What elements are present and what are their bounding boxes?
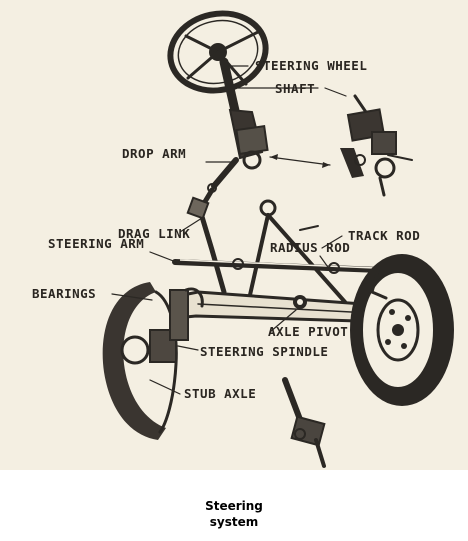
detail-arrow <box>269 154 331 168</box>
label-axle-pivot: AXLE PIVOT <box>268 324 348 339</box>
label-radius-rod: RADIUS ROD <box>270 240 350 255</box>
diagram-labels: STEERING WHEEL SHAFT DROP ARM DRAG LINK … <box>32 58 420 401</box>
label-drop-arm: DROP ARM <box>122 146 186 161</box>
steering-shaft-drawing <box>219 57 269 170</box>
drop-arm-drawing <box>207 157 239 193</box>
caption-line-1: Steering <box>205 499 263 513</box>
label-shaft: SHAFT <box>275 81 315 96</box>
diagram-drawing: STEERING WHEEL SHAFT DROP ARM DRAG LINK … <box>32 10 454 468</box>
radius-rod-drawing <box>248 199 347 304</box>
steering-diagram: STEERING WHEEL SHAFT DROP ARM DRAG LINK … <box>0 0 468 470</box>
stub-axle-detail-drawing <box>282 377 326 468</box>
label-steering-arm: STEERING ARM <box>48 236 144 251</box>
figure-caption: Steering system <box>0 498 468 530</box>
label-steering-wheel: STEERING WHEEL <box>255 58 367 73</box>
label-steering-spindle: STEERING SPINDLE <box>200 344 328 359</box>
label-bearings: BEARINGS <box>32 286 96 301</box>
left-wheel-drawing <box>102 282 204 440</box>
steering-box-detail-drawing <box>340 94 413 197</box>
steering-wheel-drawing <box>167 10 269 94</box>
track-rod-drawing <box>172 258 383 274</box>
drag-link-drawing <box>186 187 227 295</box>
label-drag-link: DRAG LINK <box>118 226 190 241</box>
label-track-rod: TRACK ROD <box>348 228 420 243</box>
label-stub-axle: STUB AXLE <box>184 386 256 401</box>
leader-lines <box>111 65 347 395</box>
right-wheel-drawing <box>350 254 454 406</box>
caption-line-2: system <box>209 515 259 529</box>
